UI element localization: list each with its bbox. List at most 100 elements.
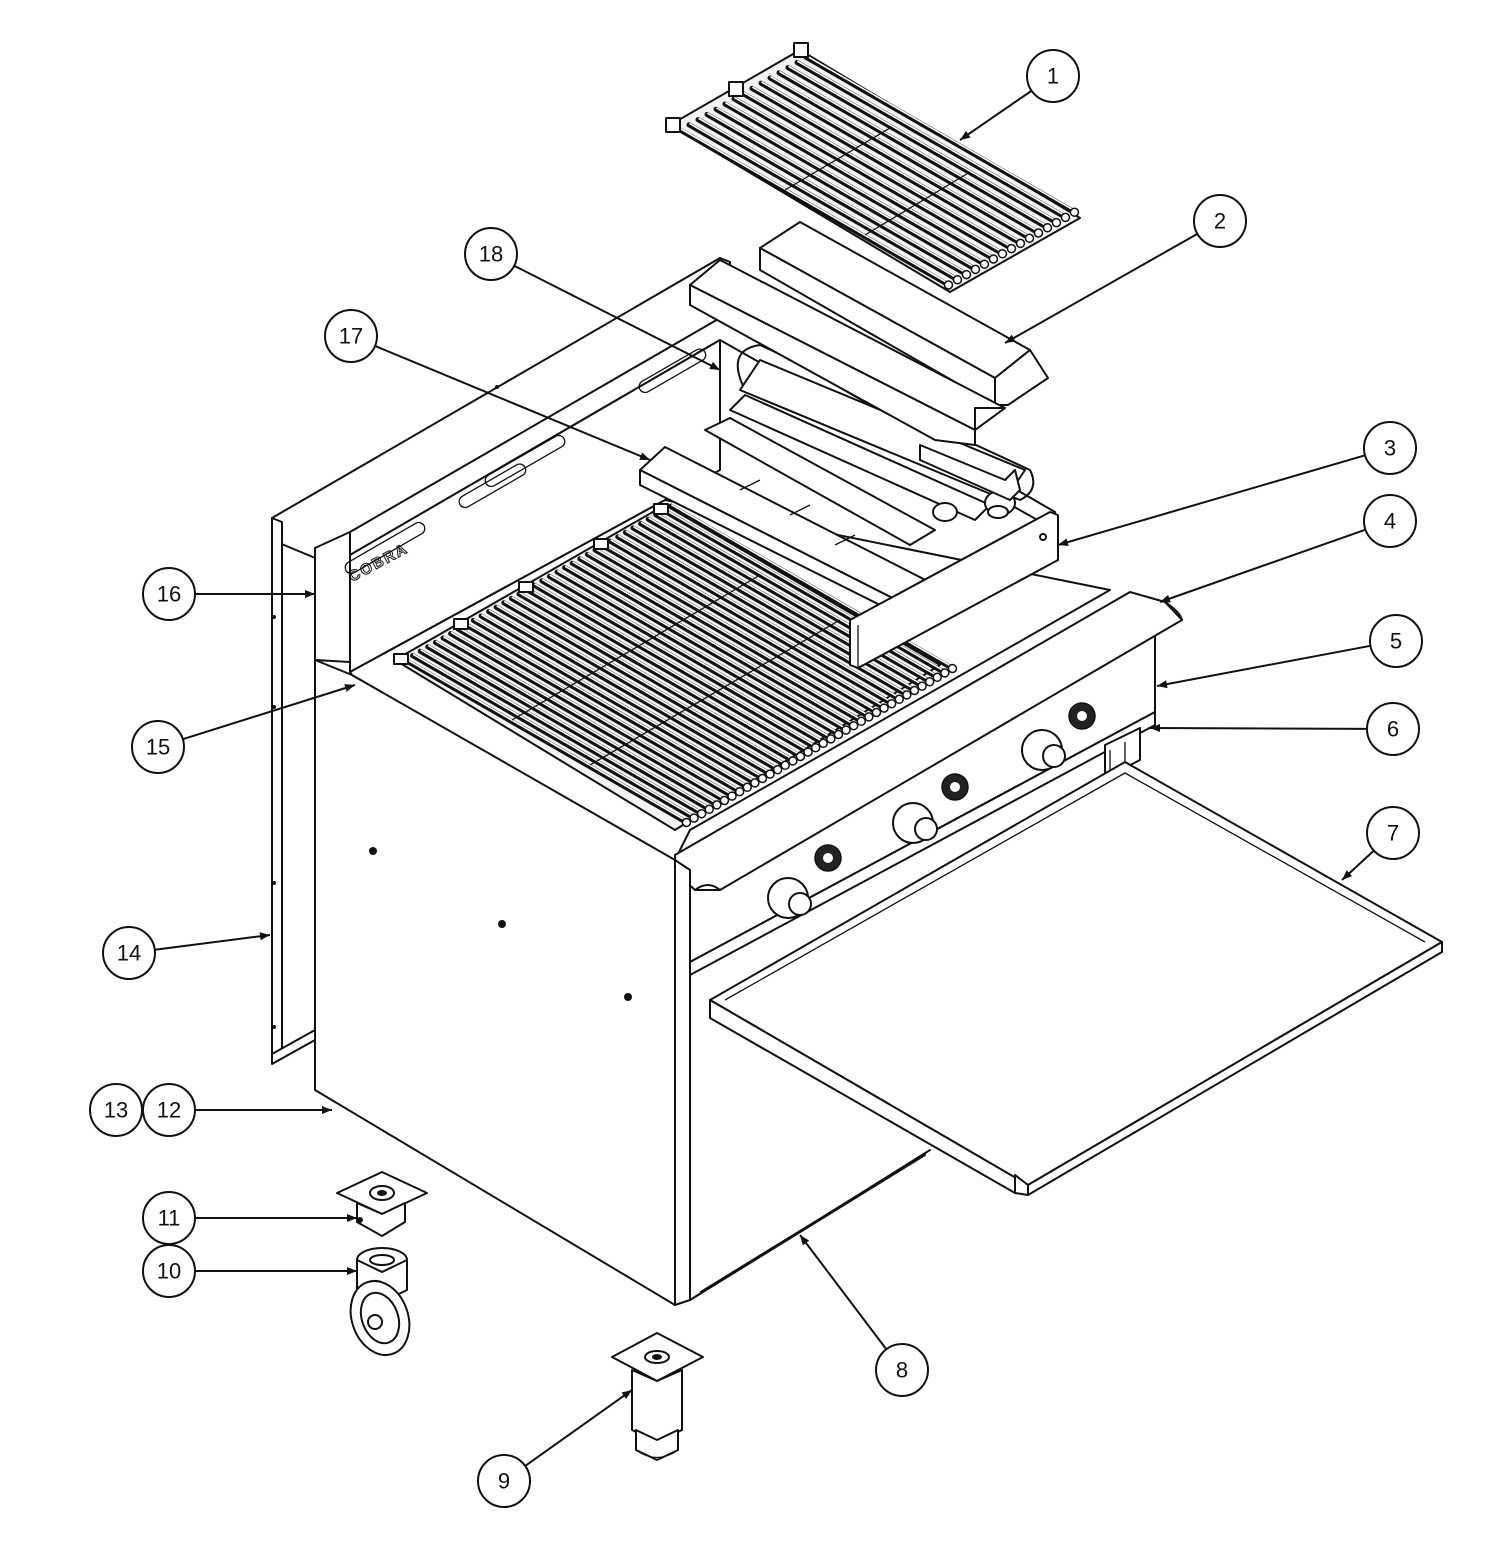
callout-3: 3 bbox=[1057, 421, 1417, 547]
caster-wheel bbox=[349, 1247, 411, 1356]
callout-circle-2 bbox=[1193, 194, 1247, 248]
callout-18: 18 bbox=[464, 227, 721, 371]
callout-number-10: 10 bbox=[157, 1259, 181, 1284]
callout-number-13: 13 bbox=[104, 1098, 128, 1123]
callout-13: 13 bbox=[89, 1083, 143, 1137]
callout-number-3: 3 bbox=[1384, 436, 1396, 461]
callout-number-1: 1 bbox=[1047, 64, 1059, 89]
callout-circle-18 bbox=[464, 227, 518, 281]
leader-arrow-12 bbox=[322, 1106, 332, 1114]
callout-circle-3 bbox=[1363, 421, 1417, 475]
callout-number-2: 2 bbox=[1214, 209, 1226, 234]
leader-arrow-8 bbox=[800, 1235, 810, 1246]
callout-17: 17 bbox=[324, 309, 651, 461]
grate-support-bracket bbox=[849, 511, 1059, 669]
callout-circle-4 bbox=[1363, 494, 1417, 548]
leader-arrow-1 bbox=[960, 131, 971, 140]
leader-line-8 bbox=[799, 1234, 888, 1350]
burner bbox=[729, 344, 1035, 522]
callout-number-9: 9 bbox=[498, 1469, 510, 1494]
callout-number-12: 12 bbox=[157, 1098, 181, 1123]
callout-6: 6 bbox=[1149, 702, 1420, 756]
control-knob bbox=[892, 802, 938, 844]
callout-circle-16 bbox=[142, 567, 196, 621]
crumb-tray bbox=[709, 761, 1443, 1196]
valve-hole bbox=[1068, 702, 1096, 730]
callout-circle-8 bbox=[875, 1343, 929, 1397]
callout-1: 1 bbox=[959, 49, 1080, 141]
leader-arrow-11 bbox=[347, 1214, 357, 1222]
leader-line-1 bbox=[959, 89, 1033, 141]
callout-number-17: 17 bbox=[339, 324, 363, 349]
callout-number-7: 7 bbox=[1387, 821, 1399, 846]
leader-line-14 bbox=[154, 934, 271, 951]
lower-radiant bbox=[639, 417, 946, 626]
callout-circle-13 bbox=[89, 1083, 143, 1137]
callout-circle-17 bbox=[324, 309, 378, 363]
leader-arrow-15 bbox=[344, 684, 355, 692]
leader-line-3 bbox=[1057, 454, 1366, 546]
callout-number-5: 5 bbox=[1390, 629, 1402, 654]
callout-10: 10 bbox=[142, 1244, 357, 1298]
rear-panel bbox=[271, 257, 731, 1065]
leader-arrow-4 bbox=[1160, 594, 1171, 603]
callout-circle-7 bbox=[1366, 806, 1420, 860]
callout-number-18: 18 bbox=[479, 242, 503, 267]
callout-11: 11 bbox=[142, 1191, 357, 1245]
callout-4: 4 bbox=[1159, 494, 1417, 603]
leader-line-17 bbox=[374, 345, 651, 461]
valve-hole bbox=[814, 844, 842, 872]
callout-7: 7 bbox=[1341, 806, 1420, 881]
callout-number-15: 15 bbox=[146, 735, 170, 760]
callout-circle-14 bbox=[102, 926, 156, 980]
leader-arrow-18 bbox=[709, 361, 720, 370]
callout-number-16: 16 bbox=[157, 582, 181, 607]
leader-arrow-14 bbox=[259, 932, 270, 941]
callout-16: 16 bbox=[142, 567, 315, 621]
leader-arrow-7 bbox=[1342, 870, 1353, 880]
lower-grate bbox=[393, 503, 958, 831]
callout-circle-6 bbox=[1366, 702, 1420, 756]
leader-line-5 bbox=[1156, 644, 1371, 687]
callout-15: 15 bbox=[131, 684, 356, 774]
callout-circle-9 bbox=[477, 1454, 531, 1508]
cabinet-front-opening bbox=[674, 859, 931, 1306]
top-grate bbox=[665, 42, 1081, 293]
callout-circle-15 bbox=[131, 720, 185, 774]
leader-line-6 bbox=[1149, 727, 1368, 730]
callout-12: 12 bbox=[142, 1083, 332, 1137]
cabinet-left-side bbox=[314, 659, 691, 1306]
leader-arrow-2 bbox=[1005, 334, 1016, 343]
caster-plate bbox=[336, 1171, 428, 1237]
callout-circle-11 bbox=[142, 1191, 196, 1245]
callout-9: 9 bbox=[477, 1389, 633, 1508]
leader-arrow-10 bbox=[347, 1267, 357, 1275]
callout-number-4: 4 bbox=[1384, 509, 1396, 534]
callout-14: 14 bbox=[102, 926, 271, 980]
leader-arrow-9 bbox=[621, 1390, 632, 1400]
leader-arrow-3 bbox=[1058, 538, 1069, 547]
leader-line-9 bbox=[524, 1389, 633, 1467]
leader-line-18 bbox=[513, 264, 721, 371]
callout-8: 8 bbox=[799, 1234, 929, 1397]
callout-circle-1 bbox=[1026, 49, 1080, 103]
callout-number-6: 6 bbox=[1387, 717, 1399, 742]
control-knob bbox=[1021, 729, 1066, 771]
callout-circle-5 bbox=[1369, 614, 1423, 668]
callout-5: 5 bbox=[1156, 614, 1423, 689]
callout-number-8: 8 bbox=[896, 1358, 908, 1383]
adjustable-leg bbox=[611, 1332, 704, 1461]
leader-arrow-5 bbox=[1157, 680, 1168, 689]
leader-line-4 bbox=[1159, 528, 1366, 603]
leader-line-2 bbox=[1004, 232, 1198, 344]
front-control-panel bbox=[674, 591, 1183, 976]
leader-arrow-6 bbox=[1150, 724, 1161, 733]
control-knob bbox=[767, 877, 812, 919]
upper-radiant bbox=[689, 259, 1006, 446]
leader-line-15 bbox=[182, 684, 356, 741]
callout-number-11: 11 bbox=[158, 1206, 181, 1231]
valve-hole bbox=[941, 773, 969, 801]
